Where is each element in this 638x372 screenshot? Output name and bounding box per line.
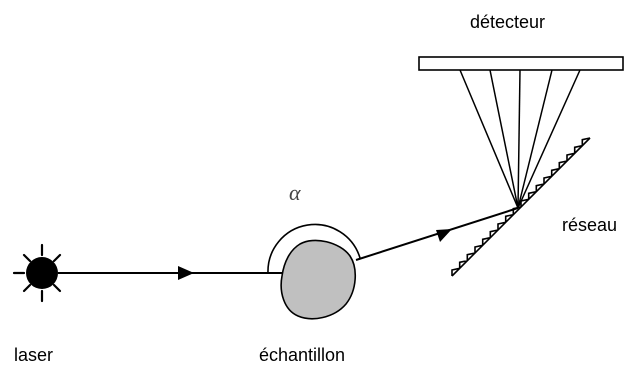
sample-label: échantillon bbox=[259, 345, 346, 365]
laser-source-icon bbox=[12, 243, 62, 303]
laser-label: laser bbox=[14, 345, 54, 365]
detector-label: détecteur bbox=[470, 12, 546, 32]
diffracted-rays bbox=[459, 69, 581, 209]
angle-alpha-arc bbox=[267, 223, 361, 274]
incident-beam-arrowhead bbox=[178, 266, 194, 280]
scattered-beam-arrowhead bbox=[436, 229, 452, 242]
diffraction-grating bbox=[451, 137, 591, 277]
angle-alpha-label: α bbox=[289, 180, 301, 205]
scattered-beam bbox=[355, 207, 519, 261]
grating-label: réseau bbox=[562, 215, 618, 235]
detector-bar bbox=[418, 56, 624, 71]
sample-shape bbox=[280, 239, 356, 320]
